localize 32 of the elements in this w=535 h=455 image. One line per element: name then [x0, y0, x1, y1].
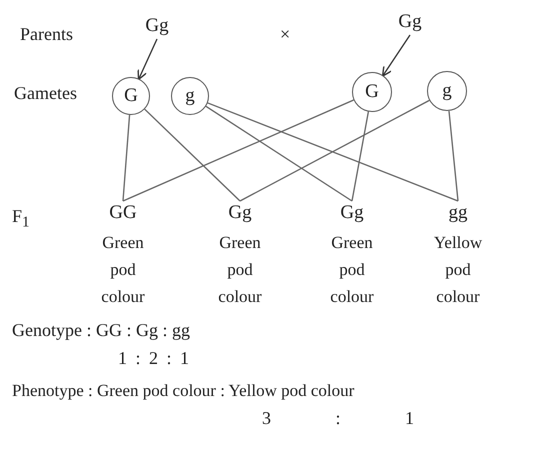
row-label: Gametes: [14, 83, 77, 104]
connector-line: [206, 106, 352, 202]
cross-symbol: ×: [280, 24, 290, 45]
ratio-text: 1 : 2 : 1: [118, 348, 190, 369]
ratio-text: Phenotype : Green pod colour : Yellow pod colour: [12, 381, 354, 401]
ratio-text: 3 : 1: [262, 408, 414, 429]
arrow: [382, 34, 411, 77]
gamete-circle: G: [112, 77, 150, 115]
genotype-label: Gg: [393, 9, 427, 35]
connector-line: [122, 114, 130, 202]
phenotype-text: Green pod colour: [217, 232, 263, 308]
phenotype-text: Yellow pod colour: [432, 232, 484, 308]
genotype-label: Gg: [140, 13, 174, 39]
connector-line: [448, 110, 459, 202]
gamete-circle: g: [171, 77, 209, 115]
phenotype-text: Green pod colour: [100, 232, 146, 308]
gamete-circle: g: [427, 71, 467, 111]
ratio-text: Genotype : GG : Gg : gg: [12, 320, 190, 341]
arrow: [137, 38, 158, 80]
connector-line: [207, 102, 458, 202]
genotype-text: GG: [109, 202, 137, 224]
connector-line: [351, 112, 370, 202]
generation-label: F$_{1}$: [12, 206, 30, 232]
connector-line: [144, 108, 240, 202]
row-label: Parents: [20, 24, 73, 45]
phenotype-text: Green pod colour: [329, 232, 375, 308]
connector-line: [122, 99, 354, 202]
gamete-circle: G: [352, 72, 392, 112]
genotype-text: Gg: [340, 202, 364, 224]
connector-line: [240, 100, 430, 202]
genotype-text: gg: [448, 202, 468, 224]
genotype-text: Gg: [228, 202, 252, 224]
